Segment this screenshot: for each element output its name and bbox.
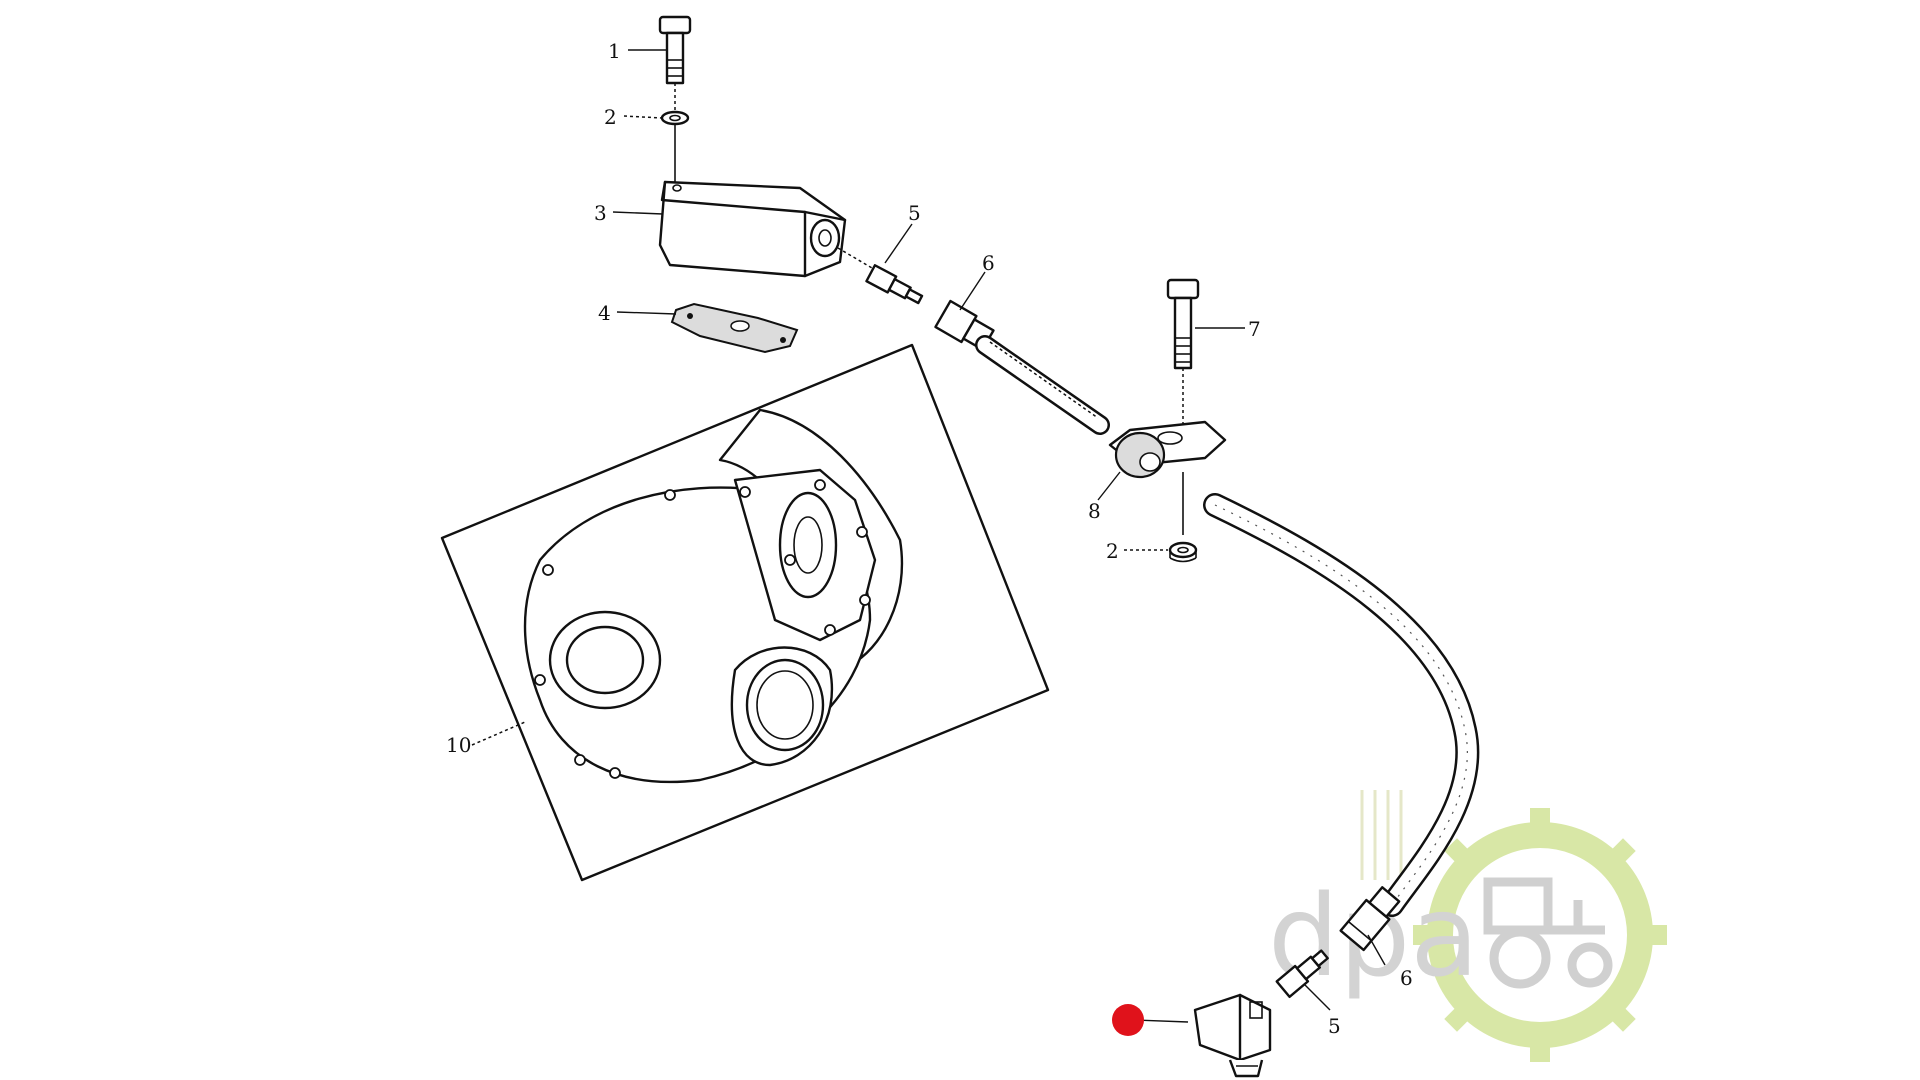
callout-leader-lines (471, 49, 1386, 1023)
part-highlighted-elbow-connector (1193, 993, 1272, 1078)
gear-ring-icon (1427, 822, 1653, 1048)
callout-5-top: 5 (908, 201, 921, 225)
callout-5-lower: 5 (1328, 1014, 1341, 1038)
callout-8: 8 (1088, 499, 1101, 523)
callout-6-top: 6 (982, 251, 995, 275)
part-1-bolt (658, 15, 692, 112)
part-6-nut-lower (1339, 886, 1401, 952)
part-6-pipe-nut-top (934, 299, 1110, 435)
red-dot-marker[interactable] (1112, 1004, 1144, 1036)
part-3-elbow-housing (658, 180, 873, 278)
part-5-fitting-lower (1275, 949, 1329, 999)
wheat-icon (1360, 790, 1403, 880)
callout-2-lower: 2 (1106, 539, 1119, 563)
callout-10: 10 (446, 733, 471, 757)
callout-1: 1 (608, 39, 621, 63)
part-5-fitting-top (865, 264, 924, 305)
part-2-washer-lower (1168, 541, 1198, 563)
tractor-icon (1483, 877, 1613, 989)
callout-7: 7 (1248, 317, 1261, 341)
part-10-turbocharger (440, 343, 1050, 882)
callout-3: 3 (594, 201, 607, 225)
part-2-washer-top (660, 110, 690, 182)
callout-labels: 1 2 3 4 5 6 7 8 2 10 6 5 (446, 39, 1413, 1038)
callout-4: 4 (598, 301, 611, 325)
oil-return-hose (1203, 493, 1480, 917)
callout-2-top: 2 (604, 105, 617, 129)
callout-6-lower: 6 (1400, 966, 1413, 990)
part-4-gasket (670, 302, 799, 354)
part-8-banjo-fitting (1108, 420, 1227, 535)
part-7-bolt (1166, 278, 1200, 425)
